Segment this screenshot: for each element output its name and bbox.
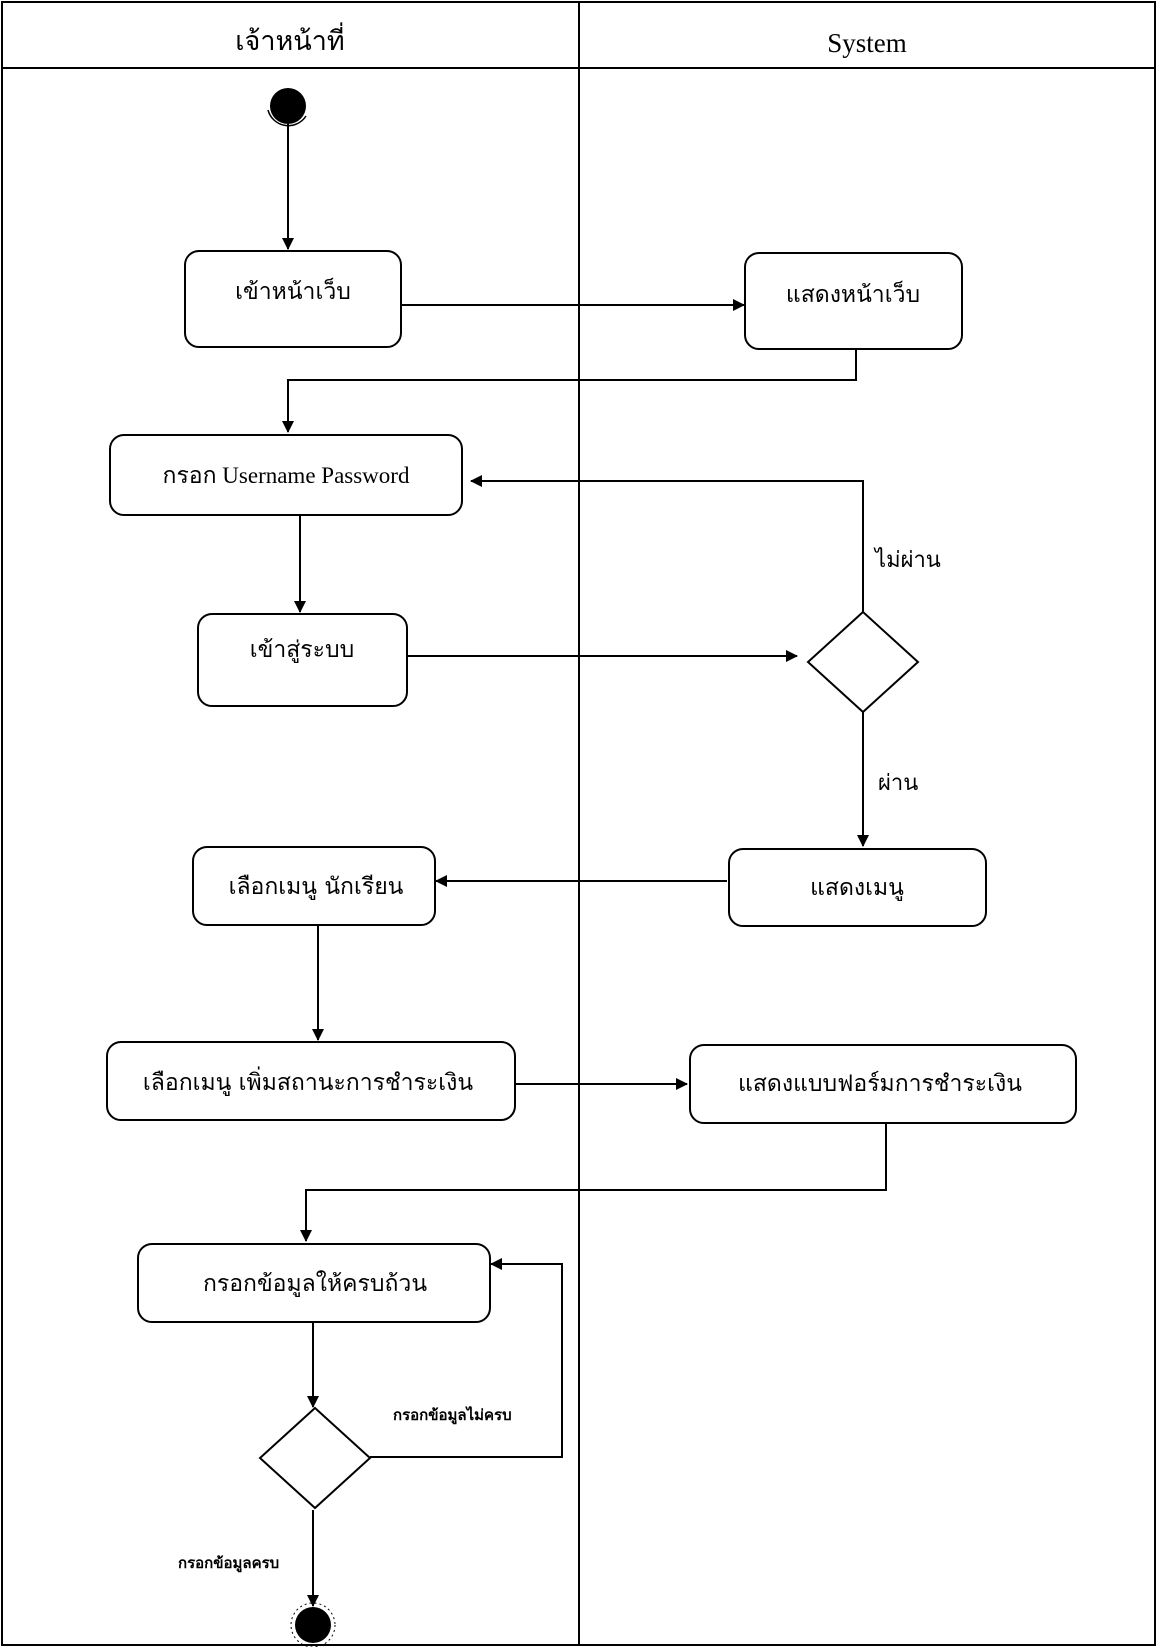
edge-decision-fail-to-fill-login: [470, 475, 864, 612]
activity-fill-complete: กรอกข้อมูลให้ครบถ้วน: [137, 1243, 491, 1323]
edge-show-form-to-fill-complete: [300, 1122, 887, 1242]
activity-label: กรอก Username Password: [163, 463, 410, 488]
activity-login: เข้าสู่ระบบ: [197, 613, 408, 707]
guard-data-complete: กรอกข้อมูลครบ: [178, 1554, 279, 1573]
activity-label: เลือกเมนู เพิ่มสถานะการชำระเงิน: [143, 1066, 473, 1096]
activity-select-add-payment: เลือกเมนู เพิ่มสถานะการชำระเงิน: [106, 1041, 516, 1121]
activity-label: เลือกเมนู นักเรียน: [229, 874, 404, 900]
activity-label: แสดงเมนู: [810, 875, 904, 901]
end-node: [290, 1602, 336, 1647]
activity-show-payment-form: แสดงแบบฟอร์มการชำระเงิน: [689, 1044, 1077, 1124]
edge-decision-incomplete-to-fill: [370, 1258, 563, 1458]
guard-login-pass: ผ่าน: [878, 771, 918, 796]
flow-edges: [282, 124, 887, 1607]
activity-label: แสดงแบบฟอร์มการชำระเงิน: [738, 1070, 1022, 1097]
start-node: [267, 88, 307, 127]
activity-select-student: เลือกเมนู นักเรียน: [192, 846, 436, 926]
activity-show-menu: แสดงเมนู: [728, 848, 987, 927]
decision-login-check: [806, 610, 920, 714]
guard-login-fail: ไม่ผ่าน: [873, 547, 941, 573]
activity-enter-web: เข้าหน้าเว็บ: [184, 250, 402, 348]
activity-label: เข้าหน้าเว็บ: [235, 276, 351, 305]
edge-show-web-to-fill-login: [282, 350, 857, 433]
activity-label: แสดงหน้าเว็บ: [786, 279, 920, 308]
activity-fill-login: กรอก Username Password: [109, 434, 463, 516]
activity-show-web: แสดงหน้าเว็บ: [744, 252, 963, 350]
activity-label: กรอกข้อมูลให้ครบถ้วน: [203, 1270, 427, 1297]
guard-data-incomplete: กรอกข้อมูลไม่ครบ: [393, 1405, 512, 1425]
decision-data-check: [258, 1406, 372, 1510]
activity-label: เข้าสู่ระบบ: [250, 637, 354, 663]
lane-title-staff: เจ้าหน้าที่: [235, 22, 344, 56]
lane-title-system: System: [827, 28, 907, 58]
